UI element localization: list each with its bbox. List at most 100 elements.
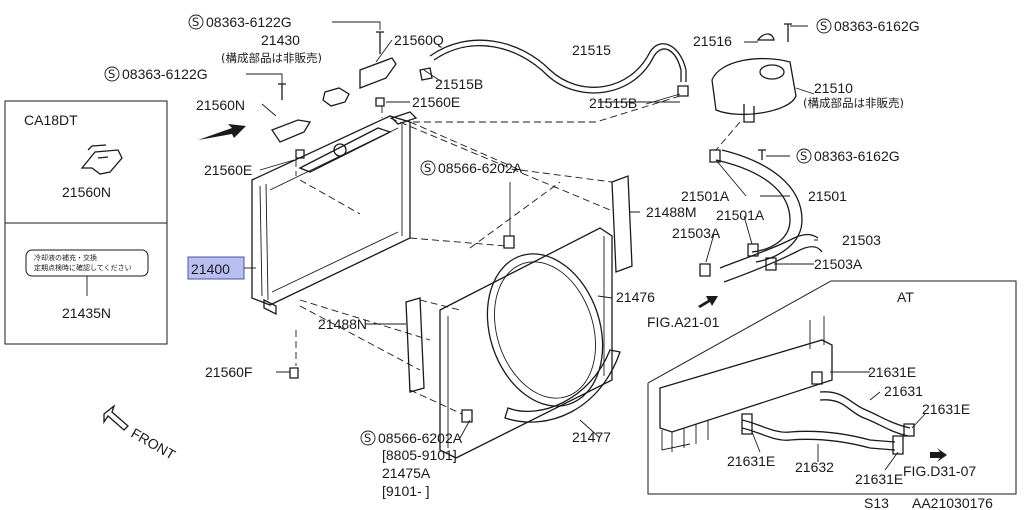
svg-text:S: S (192, 15, 199, 29)
shroud-frame (439, 227, 613, 459)
label-21488n[interactable]: 21488N (318, 316, 367, 332)
upper-hose-21501 (715, 159, 791, 253)
label-21435n: 21435N (62, 305, 111, 321)
arrow-to-ca18dt-inset (198, 124, 246, 140)
fig-a21-01-link[interactable]: FIG.A21-01 (647, 314, 720, 330)
bolt-08363-6122g-left (278, 83, 286, 100)
lower-hose-21503-outer (723, 246, 823, 283)
reservoir-tank-21510 (711, 23, 797, 160)
oil-cooler-hose-21632 (741, 419, 896, 443)
label-21560n-inset: 21560N (62, 184, 111, 200)
radiator-body (251, 115, 411, 306)
label-21560e-left[interactable]: 21560E (204, 162, 252, 178)
radiator-cap-21430 (322, 87, 350, 107)
lower-shroud-21477 (504, 349, 621, 423)
note-21430: (構成部品は非販売) (221, 51, 322, 65)
overflow-hose-21515 (429, 39, 687, 88)
svg-text:S: S (364, 431, 371, 445)
seal-21488m (611, 175, 633, 273)
cap-21516 (756, 33, 775, 41)
label-08566-6202a-top[interactable]: 08566-6202A (438, 160, 523, 176)
radiator-side-tanks (259, 124, 403, 301)
label-21632: 21632 (795, 459, 834, 475)
hose-clamps-21501a-21503a (699, 149, 777, 277)
label-21501a-a[interactable]: 21501A (681, 188, 730, 204)
label-21475a[interactable]: 21475A (382, 465, 431, 481)
exploded-view-lines (295, 95, 741, 415)
reservoir-body (711, 57, 797, 116)
mount-21560f (289, 367, 299, 379)
mount-21560e-left (295, 149, 305, 159)
label-21631e-b: 21631E (922, 401, 970, 417)
label-21560e-upper[interactable]: 21560E (412, 94, 460, 110)
sticker-text-line1: 冷却液の補充・交換 (34, 253, 97, 262)
radiator-filler-neck (333, 143, 347, 157)
label-21560f[interactable]: 21560F (205, 364, 252, 380)
label-21515b-right[interactable]: 21515B (589, 95, 637, 111)
label-08566-6202a-bottom[interactable]: 08566-6202A (378, 430, 463, 446)
radiator-inlet-pipe (390, 111, 418, 125)
arrow-to-fig-d31 (930, 448, 947, 462)
label-08363-6162g-mid[interactable]: 08363-6162G (814, 148, 900, 164)
clips-21515b (419, 67, 689, 97)
inset-ca18dt: CA18DT 21560N 冷却液の補充・交換 定期点検時に確認してください 2… (4, 100, 168, 345)
fig-d31-07-link[interactable]: FIG.D31-07 (903, 463, 976, 479)
screw-symbols: S S S S S S (104, 14, 832, 446)
bracket-21560n (271, 119, 312, 143)
overflow-hose-21515-outer (433, 45, 682, 94)
bolt-08363-6162g-mid (758, 149, 766, 160)
label-08363-6122g-top[interactable]: 08363-6122G (206, 14, 292, 30)
label-21631e-c: 21631E (727, 453, 775, 469)
front-label: FRONT (129, 425, 179, 463)
label-21400[interactable]: 21400 (191, 261, 230, 277)
label-21516[interactable]: 21516 (693, 33, 732, 49)
label-21501[interactable]: 21501 (808, 188, 847, 204)
label-21631e-d: 21631E (855, 471, 903, 487)
label-21515b-upper[interactable]: 21515B (435, 76, 483, 92)
mount-21560e-upper (375, 97, 385, 107)
hose-clamps-21631e (811, 371, 915, 437)
label-21503[interactable]: 21503 (842, 232, 881, 248)
oil-cooler-hose-21631-outer (819, 399, 909, 437)
label-21430[interactable]: 21430 (261, 32, 300, 48)
bracket-21560n-inset (80, 144, 123, 175)
hose-clamps-21632 (741, 413, 904, 455)
oil-cooler-hose-21631 (819, 391, 911, 429)
svg-text:S: S (800, 149, 807, 163)
bolt-08363-6162g-top (784, 23, 792, 42)
oil-cooler-hose-21632-outer (741, 427, 896, 451)
upper-hose-21501-outer (721, 149, 803, 263)
shroud-ring (486, 253, 604, 407)
svg-text:S: S (820, 19, 827, 33)
bolt-08363-6122g-top (376, 31, 384, 54)
range-9101: [9101- ] (382, 483, 429, 499)
at-radiator-pins (809, 316, 825, 349)
label-21477[interactable]: 21477 (572, 429, 611, 445)
label-21503a-b[interactable]: 21503A (814, 256, 863, 272)
label-21631e-a: 21631E (868, 364, 916, 380)
radiator-lower-mount (263, 298, 277, 316)
at-radiator-tank (659, 339, 833, 433)
svg-text:S: S (108, 67, 115, 81)
label-08363-6122g-left[interactable]: 08363-6122G (122, 66, 208, 82)
reservoir-cap (759, 64, 785, 80)
label-21476[interactable]: 21476 (616, 289, 655, 305)
shroud-ring-inner (494, 261, 596, 399)
label-21501a-b[interactable]: 21501A (716, 207, 765, 223)
bolt-08566-6202a-bottom (461, 409, 473, 423)
label-21503a-a[interactable]: 21503A (672, 225, 721, 241)
label-21488m[interactable]: 21488M (646, 204, 697, 220)
seal-21488n (405, 297, 425, 393)
label-21510[interactable]: 21510 (814, 80, 853, 96)
label-21560q[interactable]: 21560Q (394, 32, 444, 48)
label-08363-6162g-top[interactable]: 08363-6162G (834, 18, 920, 34)
inset-at: AT 21631E 21631 21631E 21631E 21632 2163… (647, 280, 1017, 495)
shroud-side-edges (447, 236, 605, 448)
footer-code: AA21030176 (912, 495, 993, 510)
label-21560n[interactable]: 21560N (196, 97, 245, 113)
label-21515[interactable]: 21515 (572, 42, 611, 58)
sticker-text-line2: 定期点検時に確認してください (34, 263, 132, 272)
label-21631: 21631 (884, 383, 923, 399)
inset-at-title: AT (897, 289, 914, 305)
